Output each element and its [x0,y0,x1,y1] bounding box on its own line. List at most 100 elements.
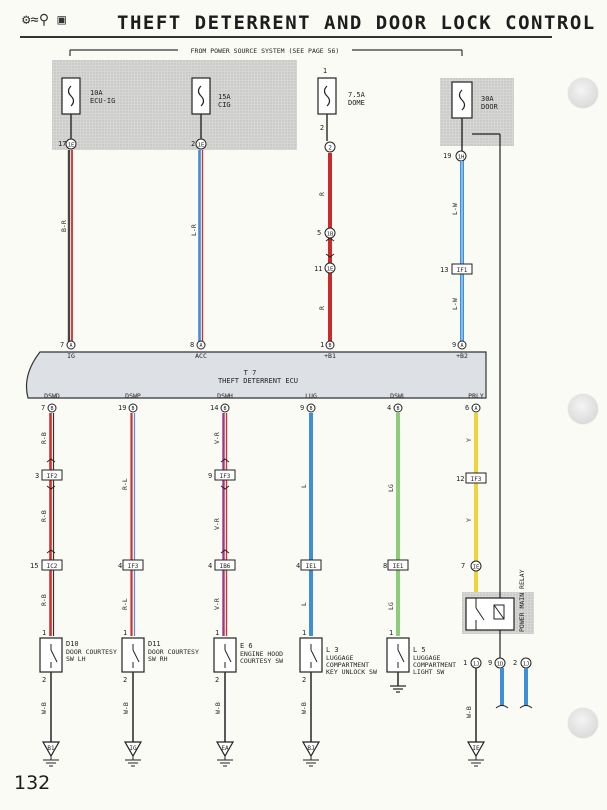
ecu-top-pins: 7 A 8 A 1 B 9 A [60,340,467,350]
connector-pin: 7 [461,562,465,570]
connector-pin: 4 [208,562,212,570]
pin-conn: B [50,406,53,412]
connector-id: IF3 [471,476,482,483]
switch-code: D11 [148,640,161,648]
fuse-name: DOOR [481,103,499,111]
wire-code: Y [465,518,473,522]
title-rule [20,36,552,38]
wire-code: LG [387,602,395,610]
pin-label: DSWP [125,392,141,400]
switch-label: LUGGAGE [326,654,353,662]
page-number: 132 [14,772,51,794]
top-connector-acc: 2 1E [191,138,207,150]
pin-number: 9 [300,404,304,412]
ecu-pin-acc: 8 A [190,340,206,350]
pin-label: DSWH [217,392,233,400]
wire-code: Y [465,438,473,442]
wire-code: V-R [213,518,221,530]
connector-id: 1E [68,143,75,149]
pin-label: LUG [305,392,317,400]
ecu-pin-ig: 7 A [60,340,76,350]
wire-b1: R R [318,114,332,342]
fuse-box-shade-left [52,60,297,150]
relay-output-wires [495,668,533,709]
theft-deterrent-ecu: IG ACC +B1 +B2 T 7 THEFT DETERRENT ECU D… [25,351,487,400]
connector-pin: 4 [296,562,300,570]
wire-code: R [318,306,326,310]
wire-dswh: V-R V-R V-R [213,413,228,636]
ground-ig: IG [123,741,143,767]
top-connector-door: 19 1H [443,150,467,162]
connector-id: 1B [327,232,334,238]
header-icons: ⚙≈⚲ ▣ [22,12,66,28]
wire-dswd: R-B R-B R-B [40,413,55,636]
ground-id: EA [221,745,229,752]
pin-conn: A [460,343,463,349]
fuse-pin-top: 1 [323,67,327,75]
wire-code: L [300,484,308,488]
connector-if2: 3 IF2 [35,458,63,490]
connector-id: 2 [328,145,332,152]
power-source-note: FROM POWER SOURCE SYSTEM (SEE PAGE 56) [191,47,340,55]
wire-code: R-L [121,598,129,610]
ground-wires: W-B W-B W-B W-B W-B [40,668,477,742]
connector-id: IF1 [457,267,468,274]
power-main-relay: POWER MAIN RELAY [462,569,534,634]
pin-label: PRLY [468,392,484,400]
ground-id: IE [472,745,480,752]
pin-label: ACC [195,352,207,360]
pin-number: 1 [320,341,324,349]
switch-pin: 2 [215,676,219,684]
pin-conn: B [309,406,312,412]
wire-code: W-B [300,702,308,714]
pin-label: +B2 [456,352,468,360]
connector-id: 1H [458,155,465,161]
wire-code: V-R [213,432,221,444]
switch-label: COMPARTMENT [413,661,456,669]
switch-pin: 1 [389,629,393,637]
pin-conn: A [69,343,72,349]
connector-pin: 3 [35,472,39,480]
pin-number: 9 [452,341,456,349]
switch-pin: 2 [42,676,46,684]
switch-label: LIGHT SW [413,668,444,676]
fuse-name: ECU-IG [90,97,115,105]
wire-code: R-B [40,510,48,522]
ecu-name: THEFT DETERRENT ECU [218,377,298,385]
splice-1b: 5 1B [317,227,336,258]
ecu-code: T 7 [244,369,257,377]
switch-label: KEY UNLOCK SW [326,668,377,676]
connector-ie1-dswl: 8 IE1 [383,559,409,571]
connector-id: 1E [327,267,334,273]
pin-conn: B [223,406,226,412]
wire-code: B-R [60,220,68,232]
pin-conn: 1J [473,662,480,668]
pin-number: 9 [488,659,492,667]
switch-label: DOOR COURTESY [148,648,199,656]
switch-l5: 1 L 5 LUGGAGE COMPARTMENT LIGHT SW [386,629,456,676]
connector-pin: 12 [456,475,464,483]
switch-label: LUGGAGE [413,654,440,662]
pin-label: IG [67,352,75,360]
connector-if3-prly: 12 IF3 [456,472,487,484]
connector-pin: 4 [118,562,122,570]
pin-number: 19 [118,404,126,412]
splice-1e: 11 1E [314,262,336,274]
connector-id: IB6 [220,563,231,570]
fuse-pin-bottom: 2 [320,124,324,132]
switch-label: SW LH [66,655,86,663]
wire-code: LG [387,484,395,492]
ground-id: IG [129,745,137,752]
connector-pin: 17 [58,140,66,148]
pin-conn: 1D [497,662,504,668]
fuse-amp: 30A [481,95,494,103]
connector-id: IE1 [306,563,317,570]
connector-id: IE [473,565,480,571]
wire-code: L-W [451,203,459,215]
pin-number: 2 [513,659,517,667]
